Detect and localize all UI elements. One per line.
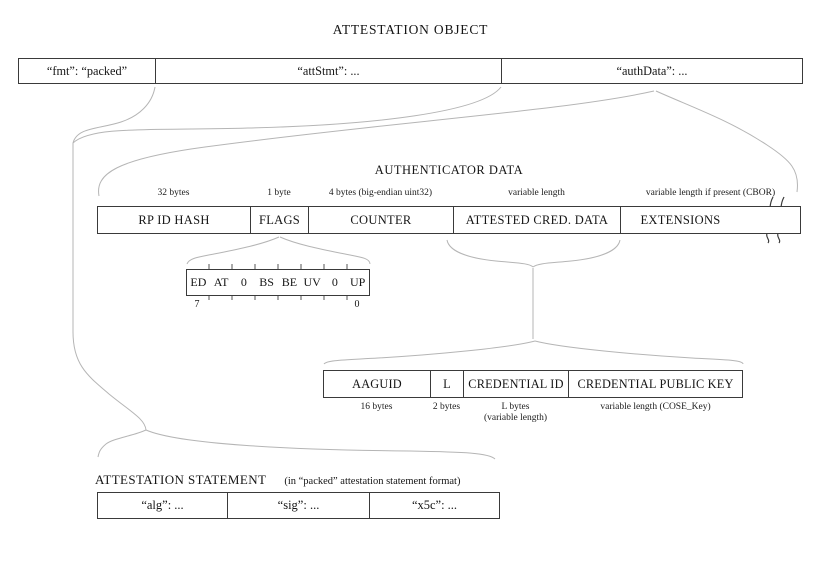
field-aaguid-label: AAGUID	[352, 376, 402, 391]
size-label-l-text: 2 bytes	[432, 402, 461, 412]
field-alg: “alg”: ...	[98, 493, 228, 518]
size-label-flags: 1 byte	[267, 188, 291, 198]
flags-bits-box: ED AT 0 BS BE UV 0 UP	[186, 269, 370, 296]
size-label-counter: 4 bytes (big-endian uint32)	[328, 188, 433, 198]
field-attested-cred-data: ATTESTED CRED. DATA	[454, 207, 621, 233]
bit-index-high: 7	[194, 299, 200, 310]
flag-bit-at: AT	[213, 275, 229, 289]
flag-bit-up: UP	[349, 275, 366, 289]
field-l: L	[431, 371, 464, 397]
field-aaguid: AAGUID	[324, 371, 431, 397]
field-extensions-label: EXTENSIONS	[640, 212, 721, 227]
size-label-rp-id-hash: 32 bytes	[157, 188, 190, 198]
field-alg-label: “alg”: ...	[141, 498, 184, 512]
attestation-statement-box: “alg”: ... “sig”: ... “x5c”: ...	[97, 492, 500, 519]
field-extensions: EXTENSIONS	[621, 207, 800, 233]
attested-cred-data-connector	[323, 239, 744, 365]
field-credential-id-label: CREDENTIAL ID	[468, 376, 564, 391]
size-label-credential-id: L bytes (variable length)	[463, 402, 568, 424]
field-flags: FLAGS	[251, 207, 309, 233]
field-counter: COUNTER	[309, 207, 454, 233]
field-authdata-label: “authData”: ...	[616, 63, 688, 78]
size-label-credential-public-key-text: variable length (COSE_Key)	[600, 402, 711, 412]
flag-bit-bs: BS	[259, 275, 274, 289]
field-credential-public-key-label: CREDENTIAL PUBLIC KEY	[577, 376, 734, 391]
size-label-aaguid: 16 bytes	[323, 402, 430, 424]
field-fmt: “fmt”: “packed”	[19, 59, 156, 83]
flag-bit-ed: ED	[190, 275, 207, 289]
field-counter-label: COUNTER	[350, 212, 412, 227]
authenticator-data-box: RP ID HASH FLAGS COUNTER ATTESTED CRED. …	[97, 206, 801, 234]
attestation-statement-subtitle: (in “packed” attestation statement forma…	[284, 476, 461, 487]
field-rp-id-hash-label: RP ID HASH	[138, 212, 210, 227]
flag-bit-be: BE	[281, 275, 298, 289]
size-label-extensions: variable length if present (CBOR)	[645, 188, 776, 198]
size-label-aaguid-text: 16 bytes	[360, 402, 393, 412]
field-sig: “sig”: ...	[228, 493, 370, 518]
field-rp-id-hash: RP ID HASH	[98, 207, 251, 233]
authenticator-data-size-labels: 32 bytes 1 byte 4 bytes (big-endian uint…	[97, 188, 801, 199]
flag-bit-uv: UV	[303, 275, 321, 289]
field-authdata: “authData”: ...	[502, 59, 802, 83]
field-attested-cred-data-label: ATTESTED CRED. DATA	[465, 212, 609, 227]
size-label-attested-cred-data: variable length	[508, 188, 565, 198]
field-sig-label: “sig”: ...	[277, 498, 320, 512]
attestation-statement-heading: ATTESTATION STATEMENT (in “packed” attes…	[95, 472, 460, 488]
flag-bit-zero-2: 0	[331, 275, 338, 289]
authdata-to-authenticator-data-brace	[98, 90, 799, 197]
field-x5c: “x5c”: ...	[370, 493, 499, 518]
field-credential-public-key: CREDENTIAL PUBLIC KEY	[569, 371, 742, 397]
field-l-label: L	[443, 376, 451, 391]
field-attstmt-label: “attStmt”: ...	[297, 63, 360, 78]
field-attstmt: “attStmt”: ...	[156, 59, 502, 83]
size-label-credential-id-text: L bytes	[501, 402, 530, 412]
field-fmt-label: “fmt”: “packed”	[46, 63, 128, 78]
field-flags-label: FLAGS	[258, 212, 301, 227]
attestation-object-box: “fmt”: “packed” “attStmt”: ... “authData…	[18, 58, 803, 84]
bit-index-low: 0	[354, 299, 360, 310]
attested-credential-data-size-labels: 16 bytes 2 bytes L bytes (variable lengt…	[323, 402, 743, 424]
size-label-l: 2 bytes	[430, 402, 463, 424]
flags-brace	[186, 236, 371, 265]
flag-bit-zero-1: 0	[240, 275, 247, 289]
attested-credential-data-box: AAGUID L CREDENTIAL ID CREDENTIAL PUBLIC…	[323, 370, 743, 398]
field-x5c-label: “x5c”: ...	[411, 498, 458, 512]
attestation-statement-title: ATTESTATION STATEMENT	[95, 472, 267, 487]
diagram-title: ATTESTATION OBJECT	[332, 22, 489, 37]
size-label-credential-id-note: (variable length)	[483, 413, 548, 423]
field-credential-id: CREDENTIAL ID	[464, 371, 569, 397]
size-label-credential-public-key: variable length (COSE_Key)	[568, 402, 743, 424]
authenticator-data-title: AUTHENTICATOR DATA	[374, 163, 524, 177]
